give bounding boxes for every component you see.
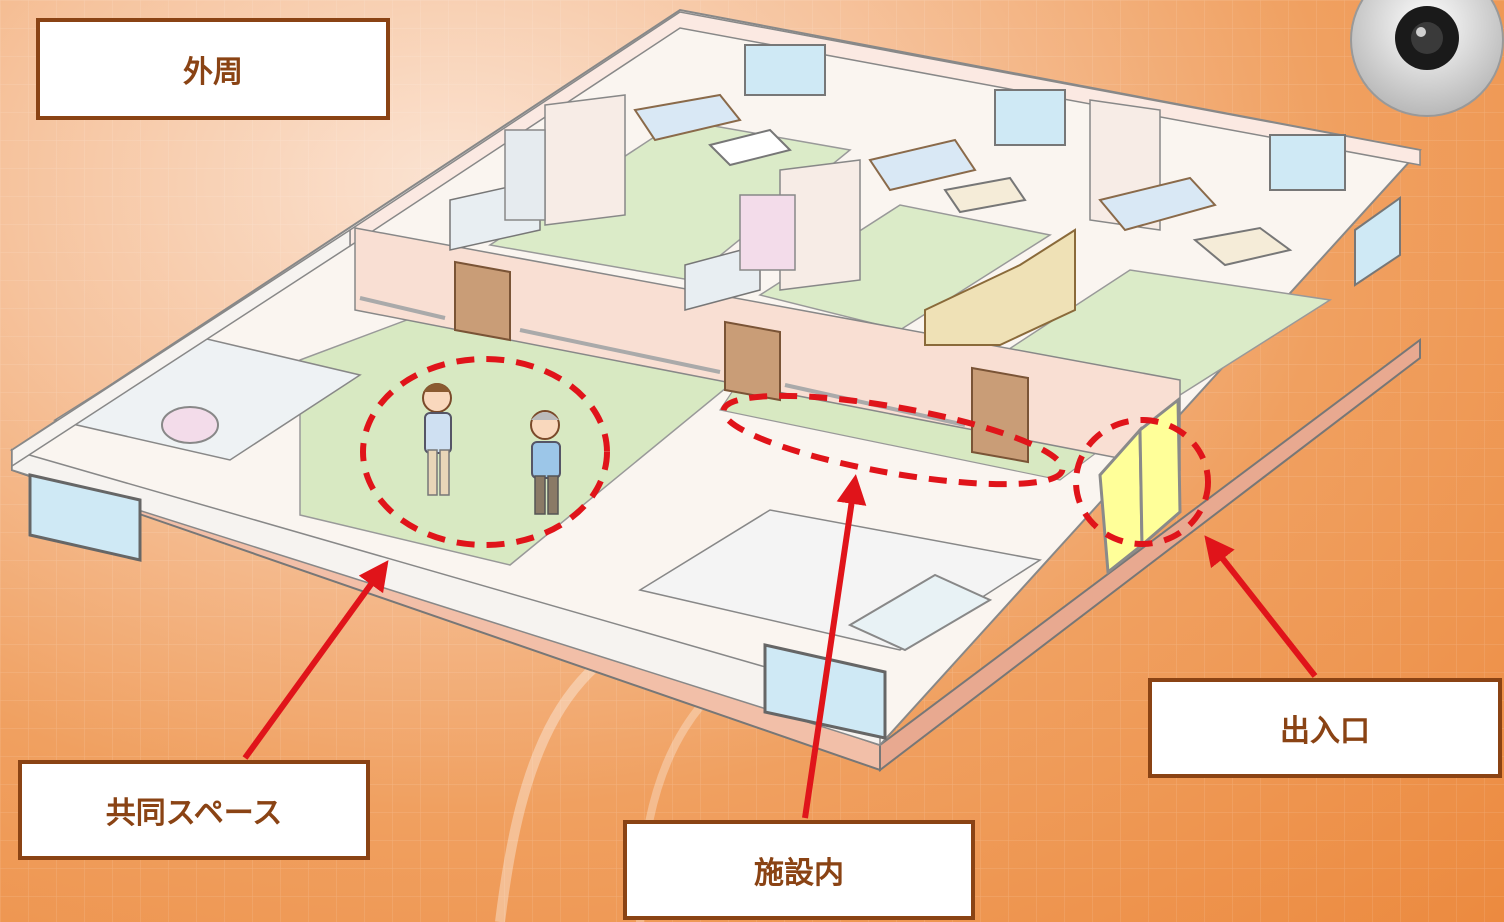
inside-highlight — [720, 392, 1066, 488]
bed-2 — [868, 138, 977, 192]
label-common-space: 共同スペース — [18, 760, 370, 860]
label-common-space-text: 共同スペース — [105, 796, 283, 831]
arrow-entrance — [1204, 535, 1318, 678]
toilet — [161, 406, 219, 444]
room-door-2 — [724, 320, 781, 402]
room-window-2 — [994, 89, 1066, 146]
resident-figure — [530, 410, 561, 515]
label-entrance-text: 出入口 — [1280, 714, 1370, 749]
entrance-door-right — [1138, 396, 1182, 549]
label-inside: 施設内 — [623, 820, 975, 920]
room-door-1 — [454, 260, 511, 342]
bed-1 — [633, 93, 742, 142]
front-window-1 — [28, 473, 142, 562]
entrance-highlight — [1073, 417, 1211, 547]
room-window-3 — [1269, 134, 1346, 191]
arrow-inside — [802, 474, 867, 819]
bed-3 — [1098, 176, 1217, 232]
bathtub — [847, 573, 993, 652]
room-window-1 — [744, 44, 826, 96]
room-door-3 — [971, 366, 1029, 464]
dome-camera-icon — [1350, 0, 1504, 117]
label-outer: 外周 — [36, 18, 390, 120]
floor-right-edge — [879, 338, 1421, 773]
arrow-common-space — [242, 560, 389, 760]
staff-figure — [422, 383, 452, 496]
label-outer-text: 外周 — [183, 55, 243, 90]
label-entrance: 出入口 — [1148, 678, 1502, 778]
label-inside-text: 施設内 — [754, 856, 844, 891]
common-space-highlight — [360, 356, 610, 548]
